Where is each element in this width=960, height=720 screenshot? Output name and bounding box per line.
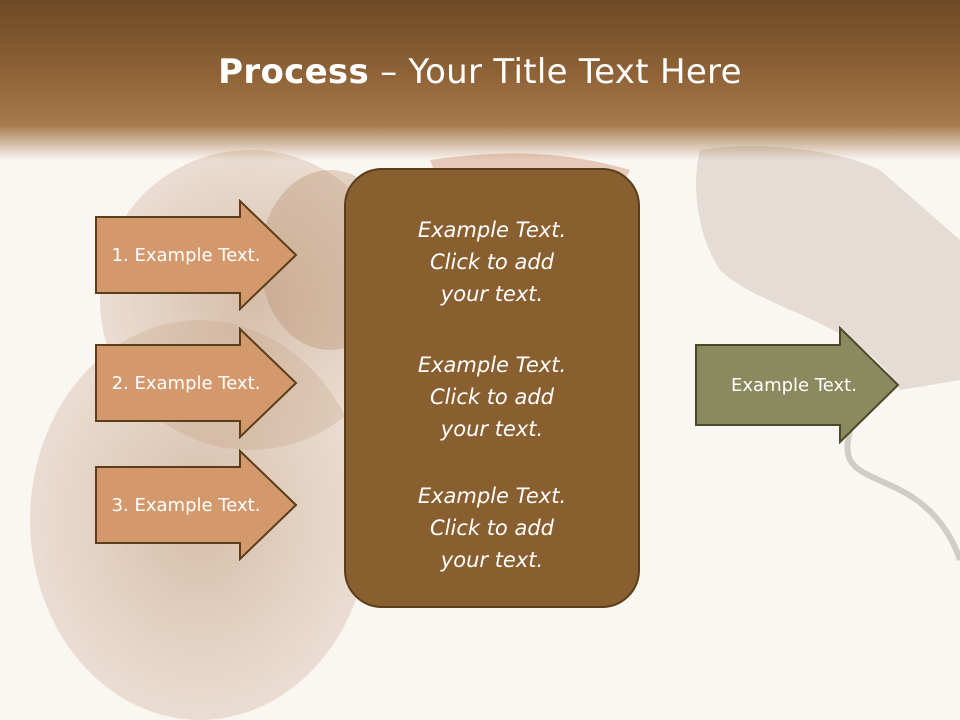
center-text-box[interactable]: Example Text. Click to add your text. Ex… <box>344 168 640 608</box>
center-item-2[interactable]: Example Text. Click to add your text. <box>346 349 638 445</box>
center-item-2-line1: Example Text. <box>417 353 567 377</box>
center-item-3-line2: Click to add <box>429 516 554 540</box>
center-item-3[interactable]: Example Text. Click to add your text. <box>346 480 638 576</box>
title-rest: – Your Title Text Here <box>369 52 742 92</box>
step-arrow-2[interactable]: 2. Example Text. <box>94 327 298 439</box>
center-item-1-line3: your text. <box>440 282 544 306</box>
center-item-2-line3: your text. <box>440 417 544 441</box>
step-label-1: 1. Example Text. <box>111 244 261 266</box>
step-label-3: 3. Example Text. <box>111 494 261 516</box>
output-arrow-label: Example Text. <box>731 374 857 396</box>
step-arrow-1[interactable]: 1. Example Text. <box>94 199 298 311</box>
center-item-1-line1: Example Text. <box>417 218 567 242</box>
arrow-shape-icon <box>695 326 900 444</box>
arrow-shape-icon <box>95 199 298 311</box>
title-bar <box>0 0 960 160</box>
center-item-2-line2: Click to add <box>429 385 554 409</box>
center-item-3-line3: your text. <box>440 548 544 572</box>
arrow-shape-icon <box>95 327 298 439</box>
arrow-shape-icon <box>95 449 298 561</box>
output-arrow[interactable]: Example Text. <box>694 326 900 444</box>
center-item-3-line1: Example Text. <box>417 484 567 508</box>
center-item-1-line2: Click to add <box>429 250 554 274</box>
center-item-1[interactable]: Example Text. Click to add your text. <box>346 214 638 310</box>
step-label-2: 2. Example Text. <box>111 372 261 394</box>
title-bold: Process <box>218 52 370 92</box>
page-title: Process – Your Title Text Here <box>0 52 960 92</box>
step-arrow-3[interactable]: 3. Example Text. <box>94 449 298 561</box>
